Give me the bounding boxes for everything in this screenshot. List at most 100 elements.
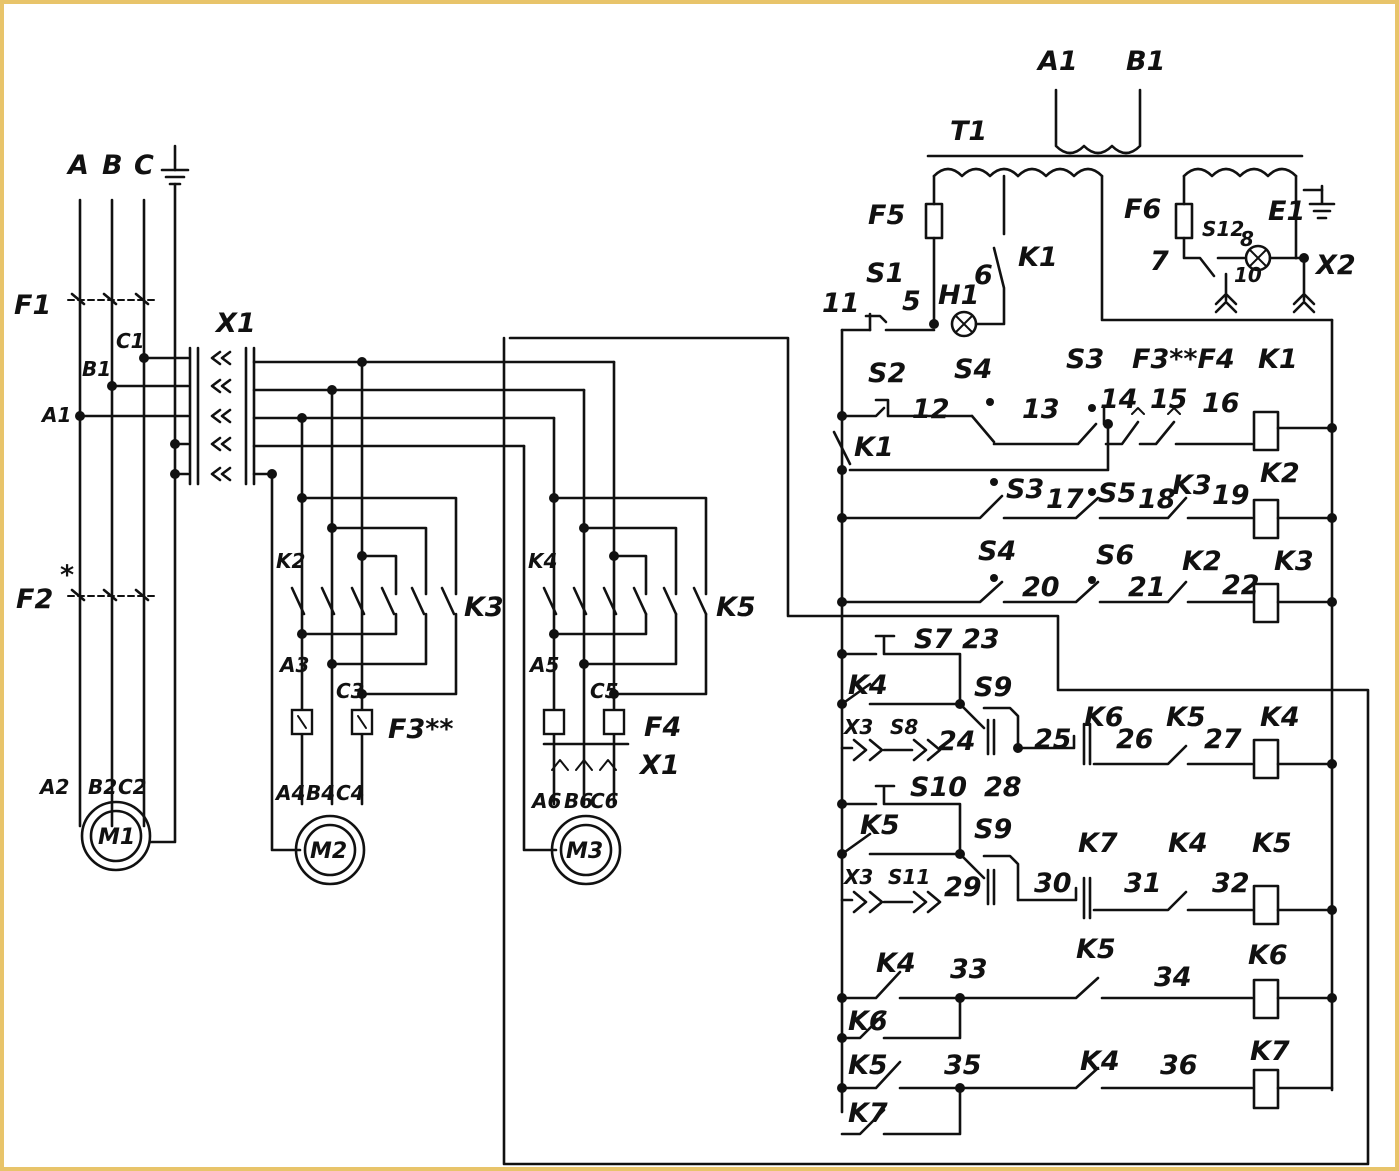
label-c6: C6	[590, 789, 619, 813]
label-c1-m1: C1	[116, 329, 145, 353]
label-k5-power: K5	[716, 592, 756, 623]
contactor-k4-k5	[542, 493, 708, 771]
label-k6-hold: K6	[848, 1006, 888, 1037]
label-n24: 24	[938, 726, 976, 757]
label-n19: 19	[1212, 480, 1250, 511]
rung-k4	[837, 634, 1337, 780]
label-k4-power: K4	[528, 549, 557, 573]
circuit-diagram: A B C F1 F2 * A1 B1 C1 A2 B2 C2 M1 X1 K2…	[14, 46, 1370, 1166]
label-k4-no: K4	[876, 948, 916, 979]
label-n20: 20	[1022, 572, 1060, 603]
label-n5: 5	[902, 286, 921, 317]
label-b2: B2	[88, 775, 117, 799]
label-k4-hold: K4	[848, 670, 888, 701]
label-phase-b: B	[102, 150, 123, 181]
label-b4: B4	[306, 781, 335, 805]
label-n12: 12	[912, 394, 950, 425]
label-n23: 23	[962, 624, 1000, 655]
label-x1-plug: X1	[638, 750, 680, 781]
rung-k2	[837, 478, 1337, 540]
label-k5-coil: K5	[1252, 828, 1292, 859]
rung-k7	[837, 1060, 1334, 1136]
label-f3-overload: F3**	[388, 714, 453, 745]
label-n34: 34	[1154, 962, 1192, 993]
label-k2-nc: K2	[1182, 546, 1222, 577]
label-n13: 13	[1022, 394, 1060, 425]
schematic-sheet: A B C F1 F2 * A1 B1 C1 A2 B2 C2 M1 X1 K2…	[4, 4, 1395, 1167]
label-n11: 11	[822, 288, 860, 319]
label-a6: A6	[530, 789, 561, 813]
rung-k1	[837, 398, 1337, 452]
label-x1-terminal: X1	[214, 308, 256, 339]
label-c5: C5	[590, 679, 619, 703]
label-a1-m1: A1	[40, 403, 71, 427]
label-s10: S10	[910, 772, 967, 803]
label-f5: F5	[868, 200, 905, 231]
lamp-circuit	[1174, 184, 1336, 314]
transformer-t1	[926, 88, 1334, 322]
contactor-k2-k3	[290, 493, 458, 736]
supply-lines	[78, 144, 190, 844]
label-s3-top: S3	[1066, 344, 1104, 375]
label-t1-b1: B1	[1126, 46, 1165, 77]
label-k4-coil: K4	[1260, 702, 1300, 733]
rung-k5	[837, 784, 1337, 926]
label-n16: 16	[1202, 388, 1240, 419]
label-t1-a1: A1	[1036, 46, 1078, 77]
frame-wires	[502, 336, 1370, 1166]
label-n30: 30	[1034, 868, 1072, 899]
bus-taps	[75, 353, 190, 479]
label-a4: A4	[274, 781, 305, 805]
label-k1-coil: K1	[1258, 344, 1298, 375]
label-t1: T1	[950, 116, 987, 147]
label-a2: A2	[38, 775, 69, 799]
label-m1: M1	[98, 825, 135, 850]
motor-m3	[550, 814, 622, 886]
label-phase-a: A	[66, 150, 89, 181]
label-s4-top: S4	[954, 354, 992, 385]
label-s8: S8	[890, 715, 918, 739]
label-s2: S2	[868, 358, 906, 389]
rung-k1-hold	[832, 419, 1113, 475]
rung-k3	[837, 574, 1337, 624]
label-n14: 14	[1100, 384, 1138, 415]
label-c2: C2	[118, 775, 147, 799]
motor-m2	[294, 814, 366, 886]
label-f4-overload: F4	[644, 712, 681, 743]
label-k3-power: K3	[464, 592, 504, 623]
label-c3: C3	[336, 679, 365, 703]
label-k2-coil: K2	[1260, 458, 1300, 489]
terminal-x1	[188, 346, 256, 486]
label-k5-no: K5	[848, 1050, 888, 1081]
label-s6: S6	[1096, 540, 1134, 571]
label-n36: 36	[1160, 1050, 1198, 1081]
label-e1: E1	[1268, 196, 1305, 227]
label-n22: 22	[1222, 570, 1260, 601]
label-x2: X2	[1314, 250, 1356, 281]
label-k5-hold: K5	[860, 810, 900, 841]
label-a3: A3	[278, 653, 309, 677]
label-n31: 31	[1124, 868, 1162, 899]
label-n28: 28	[984, 772, 1022, 803]
label-k5-timer: K5	[1076, 934, 1116, 965]
label-b1-m1: B1	[82, 357, 111, 381]
label-f2-mark: *	[60, 560, 74, 591]
label-n18: 18	[1138, 484, 1176, 515]
label-m3: M3	[566, 839, 603, 864]
label-n15: 15	[1150, 384, 1188, 415]
label-n35: 35	[944, 1050, 982, 1081]
label-k1-hold: K1	[854, 432, 894, 463]
label-n26: 26	[1116, 724, 1154, 755]
label-x3-b: X3	[842, 865, 873, 889]
label-c4: C4	[336, 781, 365, 805]
label-s4: S4	[978, 536, 1016, 567]
label-n32: 32	[1212, 868, 1250, 899]
label-f3f4: F3**F4	[1132, 344, 1235, 375]
label-n8: 8	[1240, 227, 1254, 251]
label-n6: 6	[974, 260, 993, 291]
label-s12: S12	[1202, 217, 1244, 241]
label-k4-nc2: K4	[1080, 1046, 1120, 1077]
label-k1-aux: K1	[1018, 242, 1058, 273]
label-h1: H1	[938, 280, 979, 311]
label-k7-coil: K7	[1250, 1036, 1290, 1067]
